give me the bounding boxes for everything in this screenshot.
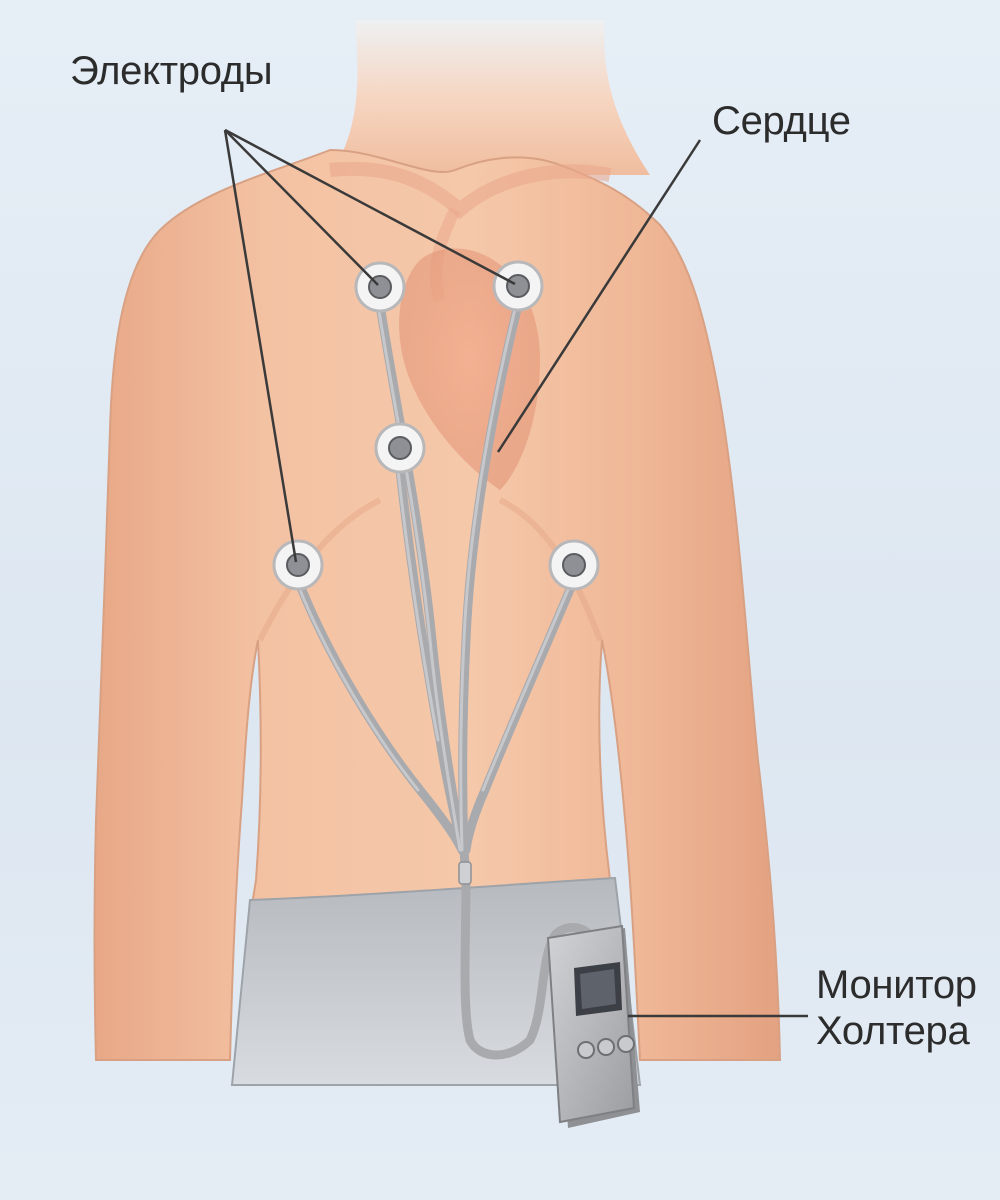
neck <box>330 20 650 175</box>
cable-4 <box>295 580 467 855</box>
holter-monitor-icon <box>546 924 640 1128</box>
holter-monitor-label: Монитор Холтера <box>816 962 977 1054</box>
electrode-icon <box>492 260 544 312</box>
heart-label: Сердце <box>712 99 851 143</box>
holter-monitor-label-line2: Холтера <box>816 1009 970 1053</box>
leader-electrodes-1 <box>224 129 379 286</box>
leader-lines <box>223 128 808 1018</box>
cable-main <box>459 845 595 1060</box>
cable-connector <box>458 861 472 885</box>
electrode-icon <box>374 422 426 474</box>
heart <box>399 248 540 490</box>
leader-electrodes-3 <box>223 129 298 563</box>
electrode-icon <box>272 539 324 591</box>
electrode-icon <box>548 539 600 591</box>
vessels <box>329 161 612 220</box>
leader-electrodes-2 <box>224 128 516 286</box>
chest-shading-right <box>498 497 603 642</box>
chest-shading <box>257 497 382 642</box>
cable-5 <box>461 580 577 855</box>
leader-heart <box>496 139 702 453</box>
cable-2 <box>458 300 523 855</box>
electrodes-label: Электроды <box>70 49 273 93</box>
holter-monitor-label-line1: Монитор <box>816 963 977 1007</box>
